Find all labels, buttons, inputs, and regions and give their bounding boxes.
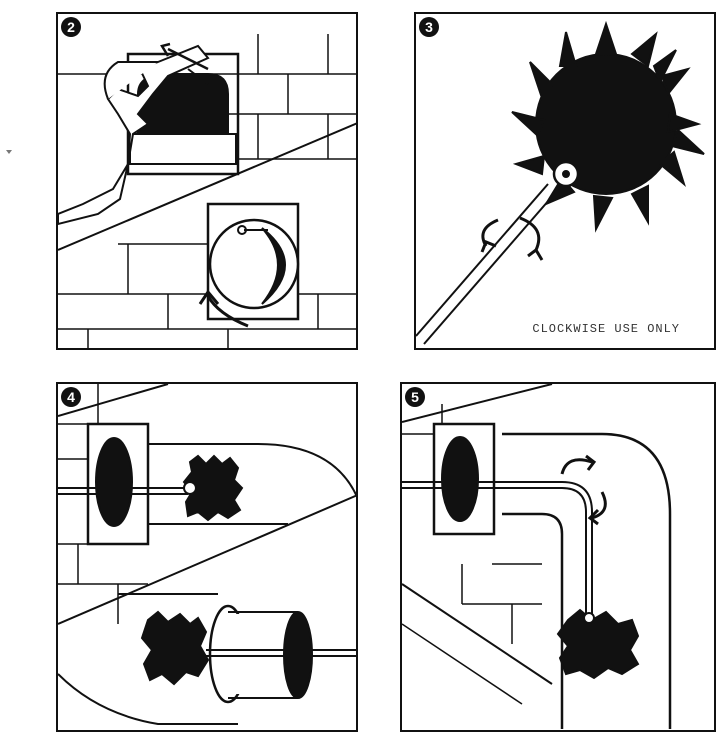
step-2-illustration [58, 34, 356, 348]
vent-plate [206, 202, 300, 321]
step-3-illustration [416, 20, 705, 345]
elbow-duct [502, 432, 672, 729]
brush-head [556, 608, 640, 680]
rotation-arrow-icon [560, 454, 607, 526]
vent-hood [126, 52, 240, 176]
step-4-illustration [58, 384, 356, 725]
brush-head [511, 20, 705, 233]
step-number: 4 [61, 387, 81, 407]
duct-collar [208, 604, 313, 704]
brush-rod [416, 183, 557, 345]
step-4-panel: 4 [56, 382, 358, 732]
step-number: 2 [61, 17, 81, 37]
stray-mark [6, 150, 12, 154]
step-number: 3 [419, 17, 439, 37]
brush-head-lower [140, 610, 210, 686]
panel-divider [58, 122, 356, 251]
clockwise-caption: CLOCKWISE USE ONLY [532, 322, 680, 336]
step-5-illustration [402, 384, 672, 729]
step-3-panel: 3 [414, 12, 716, 350]
arrow-up-icon [160, 42, 209, 85]
step-5-panel: 5 [400, 382, 716, 732]
brush-hub-center [562, 170, 570, 178]
panel-divider [58, 494, 356, 625]
rotation-arrow-icon [198, 289, 249, 328]
vent-plate [86, 422, 150, 546]
step-number: 5 [405, 387, 425, 407]
vent-plate [432, 422, 496, 536]
panel-divider [402, 583, 553, 685]
step-2-panel: 2 [56, 12, 358, 350]
brush-head [182, 454, 244, 522]
clockwise-arrow-icon [480, 216, 544, 261]
